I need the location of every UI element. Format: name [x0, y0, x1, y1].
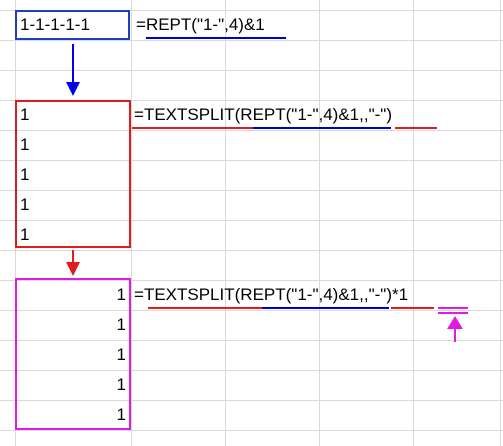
formula-rept-part: REPT("1-",4)&1	[240, 105, 360, 124]
formula-separator: ,,	[359, 285, 369, 304]
arrow-down-blue-icon	[66, 44, 80, 96]
formula-rept-part: REPT("1-",4)&1	[145, 15, 265, 34]
spill-cell-5[interactable]: 1	[20, 225, 30, 244]
numeric-spill-box	[15, 278, 131, 430]
numeric-cell-3[interactable]: 1	[116, 345, 126, 364]
spill-cell-3[interactable]: 1	[20, 165, 30, 184]
arrow-up-magenta-icon	[447, 316, 463, 342]
formula-rept-part: REPT("1-",4)&1	[240, 285, 360, 304]
numeric-cell-5[interactable]: 1	[116, 405, 126, 424]
textsplit-formula: =TEXTSPLIT(REPT("1-",4)&1,,"-")	[134, 105, 392, 125]
formula-equals: =	[134, 105, 144, 124]
formula-delimiter: "-"	[368, 285, 387, 304]
formula-equals: =	[136, 15, 146, 34]
source-cell-box	[15, 10, 130, 40]
numeric-cell-1[interactable]: 1	[116, 285, 126, 304]
spill-cell-4[interactable]: 1	[20, 195, 30, 214]
textsplit-multiply-formula: =TEXTSPLIT(REPT("1-",4)&1,,"-")*1	[134, 285, 408, 305]
spill-cell-1[interactable]: 1	[20, 105, 30, 124]
numeric-cell-2[interactable]: 1	[116, 315, 126, 334]
formula-multiply-part: *1	[391, 285, 409, 304]
formula-delimiter: "-"	[368, 105, 387, 124]
formula-textsplit-open: TEXTSPLIT(	[143, 105, 241, 124]
textsplit-spill-box	[15, 100, 131, 248]
formula-equals: =	[134, 285, 144, 304]
source-cell-value[interactable]: 1-1-1-1-1	[20, 15, 90, 34]
formula-close: )	[386, 105, 392, 124]
spill-cell-2[interactable]: 1	[20, 135, 30, 154]
numeric-cell-4[interactable]: 1	[116, 375, 126, 394]
formula-close: )	[386, 285, 392, 304]
arrow-down-red-icon	[66, 250, 80, 276]
formula-textsplit-open: TEXTSPLIT(	[143, 285, 241, 304]
rept-formula: =REPT("1-",4)&1	[136, 15, 265, 35]
formula-separator: ,,	[359, 105, 369, 124]
